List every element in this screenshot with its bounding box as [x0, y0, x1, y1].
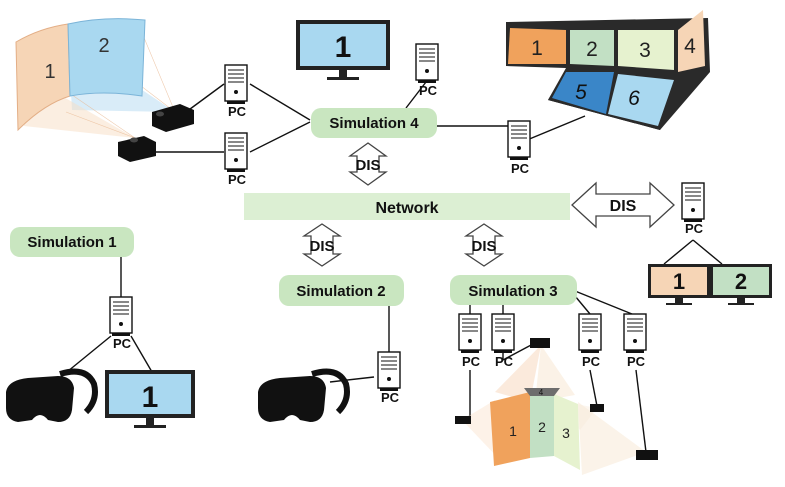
dis-label: DIS	[309, 238, 334, 255]
wall-panel-1	[508, 28, 566, 64]
cave-display: 1 2 3 4	[490, 388, 580, 470]
dis-arrow-sim3: DIS	[463, 223, 505, 267]
wall-panel-5	[552, 72, 614, 114]
wall-panel-2-number: 2	[586, 38, 598, 61]
sim4-monitor-number: 1	[335, 31, 352, 64]
simulation-1-label: Simulation 1	[27, 234, 116, 251]
cave-wall-3	[554, 394, 580, 470]
dual-monitor-left-number: 1	[673, 269, 685, 294]
pc-label: PC	[228, 172, 247, 187]
curved-projection-screen: 1 2	[15, 18, 146, 132]
pc-label: PC	[462, 354, 481, 369]
cave-projector-icon	[636, 450, 658, 460]
simulation-2-box: Simulation 2	[279, 275, 404, 306]
cave-wall-3-number: 3	[562, 425, 570, 441]
monitor-icon: 1	[296, 20, 390, 80]
cave-wall-2-number: 2	[538, 419, 546, 435]
simulation-1-box: Simulation 1	[10, 227, 134, 257]
pc-label: PC	[582, 354, 601, 369]
pc-sim4-bottom-left: PC	[224, 132, 248, 187]
network-label: Network	[375, 200, 438, 217]
wall-panel-3-number: 3	[639, 39, 651, 62]
curved-screen-right-number: 2	[98, 35, 109, 57]
pc-sim4-right: PC	[507, 120, 531, 176]
vr-headset-icon	[258, 368, 350, 422]
curved-screen-left-number: 1	[44, 61, 55, 83]
pc-sim3-1: PC	[458, 313, 482, 369]
cave-wall-1	[490, 392, 530, 466]
wall-panel-6	[608, 74, 674, 126]
projector-icon	[118, 136, 156, 162]
pc-sim3-2: PC	[491, 313, 515, 369]
cave-wall-1-number: 1	[509, 423, 517, 439]
pc-label: PC	[381, 390, 400, 405]
pc-sim4-top-left: PC	[224, 64, 248, 119]
cave-projector-icon	[455, 416, 471, 424]
connection-lines	[61, 81, 723, 453]
pc-sim1: PC	[109, 296, 133, 351]
wall-panel-1-number: 1	[531, 37, 543, 60]
cave-wall-2	[530, 392, 554, 458]
dual-monitor: 1 2	[648, 264, 772, 305]
network-bar: Network	[244, 193, 570, 220]
wall-panel-4-number: 4	[684, 35, 696, 58]
pc-label: PC	[627, 354, 646, 369]
sim1-monitor-number: 1	[142, 381, 159, 414]
video-wall: 1 2 3 4 5 6	[506, 10, 710, 130]
wall-panel-3	[618, 30, 674, 70]
pc-label: PC	[495, 354, 514, 369]
wall-panel-5-number: 5	[575, 81, 587, 104]
pc-label: PC	[113, 336, 132, 351]
dual-monitor-right-number: 2	[735, 269, 747, 294]
projector-icon	[152, 104, 194, 132]
pc-sim2: PC	[377, 351, 401, 405]
pc-sim4-top: PC	[415, 43, 439, 98]
dis-arrow-sim2: DIS	[301, 223, 343, 267]
dis-label: DIS	[355, 157, 380, 174]
pc-sim3-4: PC	[623, 313, 647, 369]
simulation-2-label: Simulation 2	[296, 283, 385, 300]
dis-arrow-right: DIS	[571, 181, 675, 229]
simulation-4-label: Simulation 4	[329, 115, 419, 132]
pc-label: PC	[419, 83, 438, 98]
cave-ceiling-4-number: 4	[539, 388, 544, 397]
pc-sim3-3: PC	[578, 313, 602, 369]
wall-panel-2	[570, 30, 614, 66]
cave-projector-icon	[590, 404, 604, 412]
cave-projector-icon	[530, 338, 550, 348]
dis-label: DIS	[610, 198, 637, 215]
curved-screen-right	[67, 18, 146, 97]
pc-label: PC	[685, 221, 704, 236]
monitor-icon: 1	[105, 370, 195, 428]
pc-right-dual: PC	[681, 182, 705, 236]
cave-ceiling-4	[524, 388, 560, 396]
pc-label: PC	[511, 161, 530, 176]
simulation-4-box: Simulation 4	[311, 108, 437, 138]
vr-headset-icon	[6, 368, 98, 422]
wall-panel-4	[678, 10, 705, 72]
dis-arrow-sim4: DIS	[347, 142, 389, 186]
simulation-3-label: Simulation 3	[468, 283, 557, 300]
wall-panel-6-number: 6	[628, 87, 640, 110]
dis-label: DIS	[471, 238, 496, 255]
simulation-3-box: Simulation 3	[450, 275, 577, 305]
pc-label: PC	[228, 104, 247, 119]
